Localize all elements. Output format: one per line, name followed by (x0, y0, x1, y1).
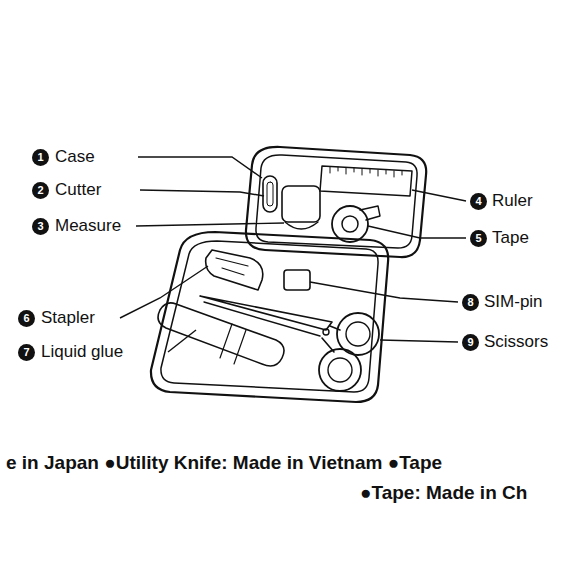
part-label: Cutter (55, 180, 101, 200)
footer-text: e in Japan ●Utility Knife: Made in Vietn… (6, 452, 442, 474)
callout-number: 2 (32, 182, 49, 199)
callout-number: 4 (470, 193, 487, 210)
callout-number: 5 (470, 230, 487, 247)
callout-number: 6 (18, 310, 35, 327)
part-label: Stapler (41, 308, 95, 328)
part-label: Ruler (492, 191, 533, 211)
part-label: Scissors (484, 332, 548, 352)
callout-number: 7 (18, 344, 35, 361)
part-label: Tape (492, 228, 529, 248)
part-label: SIM-pin (484, 292, 543, 312)
callout-number: 8 (462, 294, 479, 311)
part-label: Case (55, 147, 95, 167)
leader-lines (120, 157, 466, 352)
callout-number: 3 (32, 218, 49, 235)
part-label: Measure (55, 216, 121, 236)
part-label: Liquid glue (41, 342, 123, 362)
footer-text: ●Tape: Made in Ch (360, 482, 527, 504)
callout-number: 9 (462, 334, 479, 351)
callout-number: 1 (32, 149, 49, 166)
